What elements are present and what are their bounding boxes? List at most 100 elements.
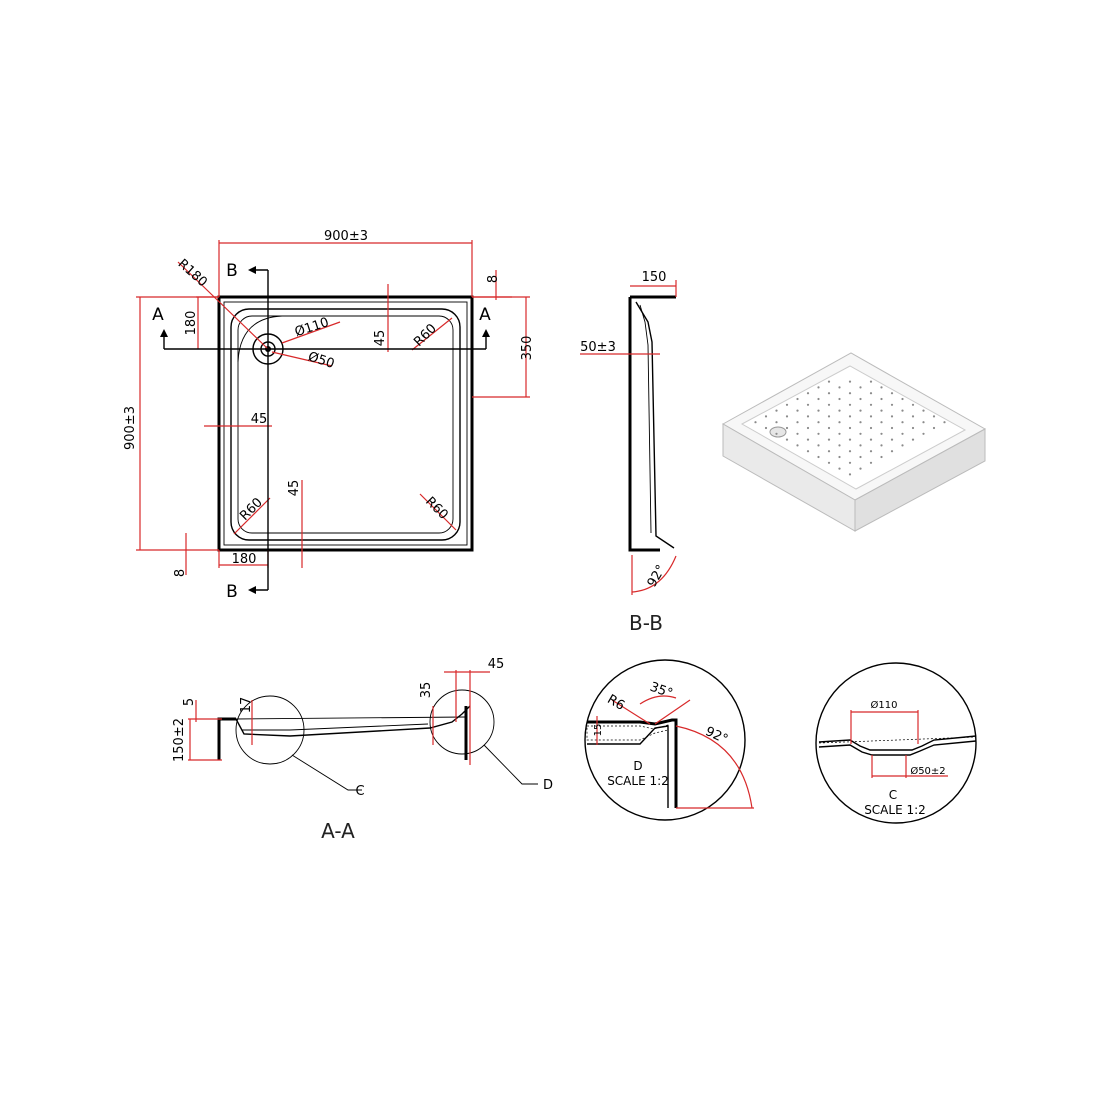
render-dot xyxy=(869,426,873,430)
render-dot xyxy=(848,473,852,476)
render-dot xyxy=(827,403,831,406)
render-dot xyxy=(880,444,883,447)
dim-8-bottom: 8 xyxy=(173,569,188,577)
render-dot xyxy=(848,438,852,441)
dim-height: 900±3 xyxy=(123,406,138,450)
dim-180-left: 180 xyxy=(184,311,199,336)
render-dot xyxy=(859,386,862,389)
render-dot xyxy=(827,380,831,383)
render-dot xyxy=(880,409,883,412)
render-dot xyxy=(901,397,904,401)
aa-profile xyxy=(235,705,471,737)
render-dot xyxy=(880,455,883,459)
render-dot xyxy=(890,426,894,430)
bb-profile-inner2 xyxy=(639,304,652,534)
detail-c-profile-lower xyxy=(818,740,977,756)
render-dot xyxy=(932,415,936,418)
detail-d-angle-92: 92° xyxy=(703,724,730,747)
aa-dim-5: 5 xyxy=(182,698,197,706)
section-a-left-arrow xyxy=(160,329,168,337)
aa-top-edge xyxy=(235,716,467,720)
render-dot xyxy=(911,438,915,441)
render-dot xyxy=(764,415,768,418)
aa-leader-c xyxy=(291,754,362,791)
basin-inner xyxy=(237,315,454,534)
render-dot xyxy=(890,392,894,395)
section-a-right: A xyxy=(479,305,491,325)
render-dot xyxy=(817,444,820,447)
section-bb-view: 150 50±3 92° B-B xyxy=(580,270,677,635)
render-dot xyxy=(838,409,841,412)
render-dot xyxy=(838,421,841,424)
section-a-left: A xyxy=(152,305,164,325)
render-dot xyxy=(880,386,883,389)
render-dot xyxy=(764,426,768,430)
render-dot xyxy=(869,438,873,441)
d110-leader xyxy=(281,321,341,344)
render-dot xyxy=(848,392,852,395)
render-dot xyxy=(806,392,810,395)
render-dot xyxy=(901,421,904,424)
detail-c-circle xyxy=(815,662,977,824)
r180-leader xyxy=(177,261,269,350)
render-dot xyxy=(785,438,789,441)
render-dot xyxy=(922,409,925,412)
render-dot xyxy=(869,461,873,464)
render-dot xyxy=(817,386,820,389)
r60-tr: R60 xyxy=(411,321,440,350)
render-dot xyxy=(848,415,852,418)
render-dot xyxy=(827,438,831,441)
render-basin xyxy=(740,365,967,490)
render-dot xyxy=(817,432,820,435)
render-dot xyxy=(890,450,894,453)
aa-callout-c: C xyxy=(355,784,364,799)
bb-dim-50: 50±3 xyxy=(580,340,616,355)
render-dot xyxy=(890,415,894,418)
aa-underside xyxy=(242,723,429,731)
render-dot xyxy=(806,450,810,453)
aa-callout-d: D xyxy=(543,778,553,793)
bb-angle: 92° xyxy=(645,563,670,590)
detail-d-profile-lower xyxy=(587,725,669,808)
render-dot xyxy=(932,426,936,430)
aa-leader-d xyxy=(483,744,538,785)
detail-d-fill xyxy=(586,724,669,741)
render-dot xyxy=(827,461,831,464)
section-a-right-arrow xyxy=(482,329,490,337)
detail-d-92-arc xyxy=(675,725,753,809)
render-dot xyxy=(901,444,904,447)
render-dot xyxy=(785,403,789,406)
render-dot xyxy=(859,467,862,470)
aa-left-wall xyxy=(217,717,236,760)
render-dot xyxy=(796,432,799,435)
section-b-top: B xyxy=(226,261,238,281)
bb-angle-arc xyxy=(631,555,677,593)
plan-view: 900±3 900±3 8 350 8 180 180 R180 Ø110 xyxy=(123,229,535,602)
render-dot xyxy=(880,421,883,424)
detail-d-angle-35: 35° xyxy=(648,680,675,702)
render-dot xyxy=(838,444,841,447)
render-dot xyxy=(869,380,873,383)
render-dot xyxy=(848,450,852,453)
render-dot xyxy=(796,409,799,412)
render-dot xyxy=(796,397,799,401)
bb-caption: B-B xyxy=(629,611,663,635)
render-dot xyxy=(827,392,831,395)
dim-width: 900±3 xyxy=(324,229,368,244)
render-dot xyxy=(911,426,915,430)
detail-d-35-arc xyxy=(639,695,677,705)
render-dot xyxy=(838,467,841,470)
aa-caption: A-A xyxy=(321,819,355,843)
d110-label: Ø110 xyxy=(293,315,331,340)
render-dot xyxy=(817,455,820,459)
render-dot xyxy=(890,403,894,406)
render-dot xyxy=(880,397,883,401)
render-dot xyxy=(859,432,862,435)
r60-bl-leader xyxy=(233,497,271,535)
tray-outline xyxy=(217,295,474,552)
render-dot xyxy=(869,392,873,395)
aa-dim-17: 17 xyxy=(239,697,254,714)
detail-d-dim-15: 15 xyxy=(593,724,604,737)
r60-br-leader xyxy=(419,493,457,531)
